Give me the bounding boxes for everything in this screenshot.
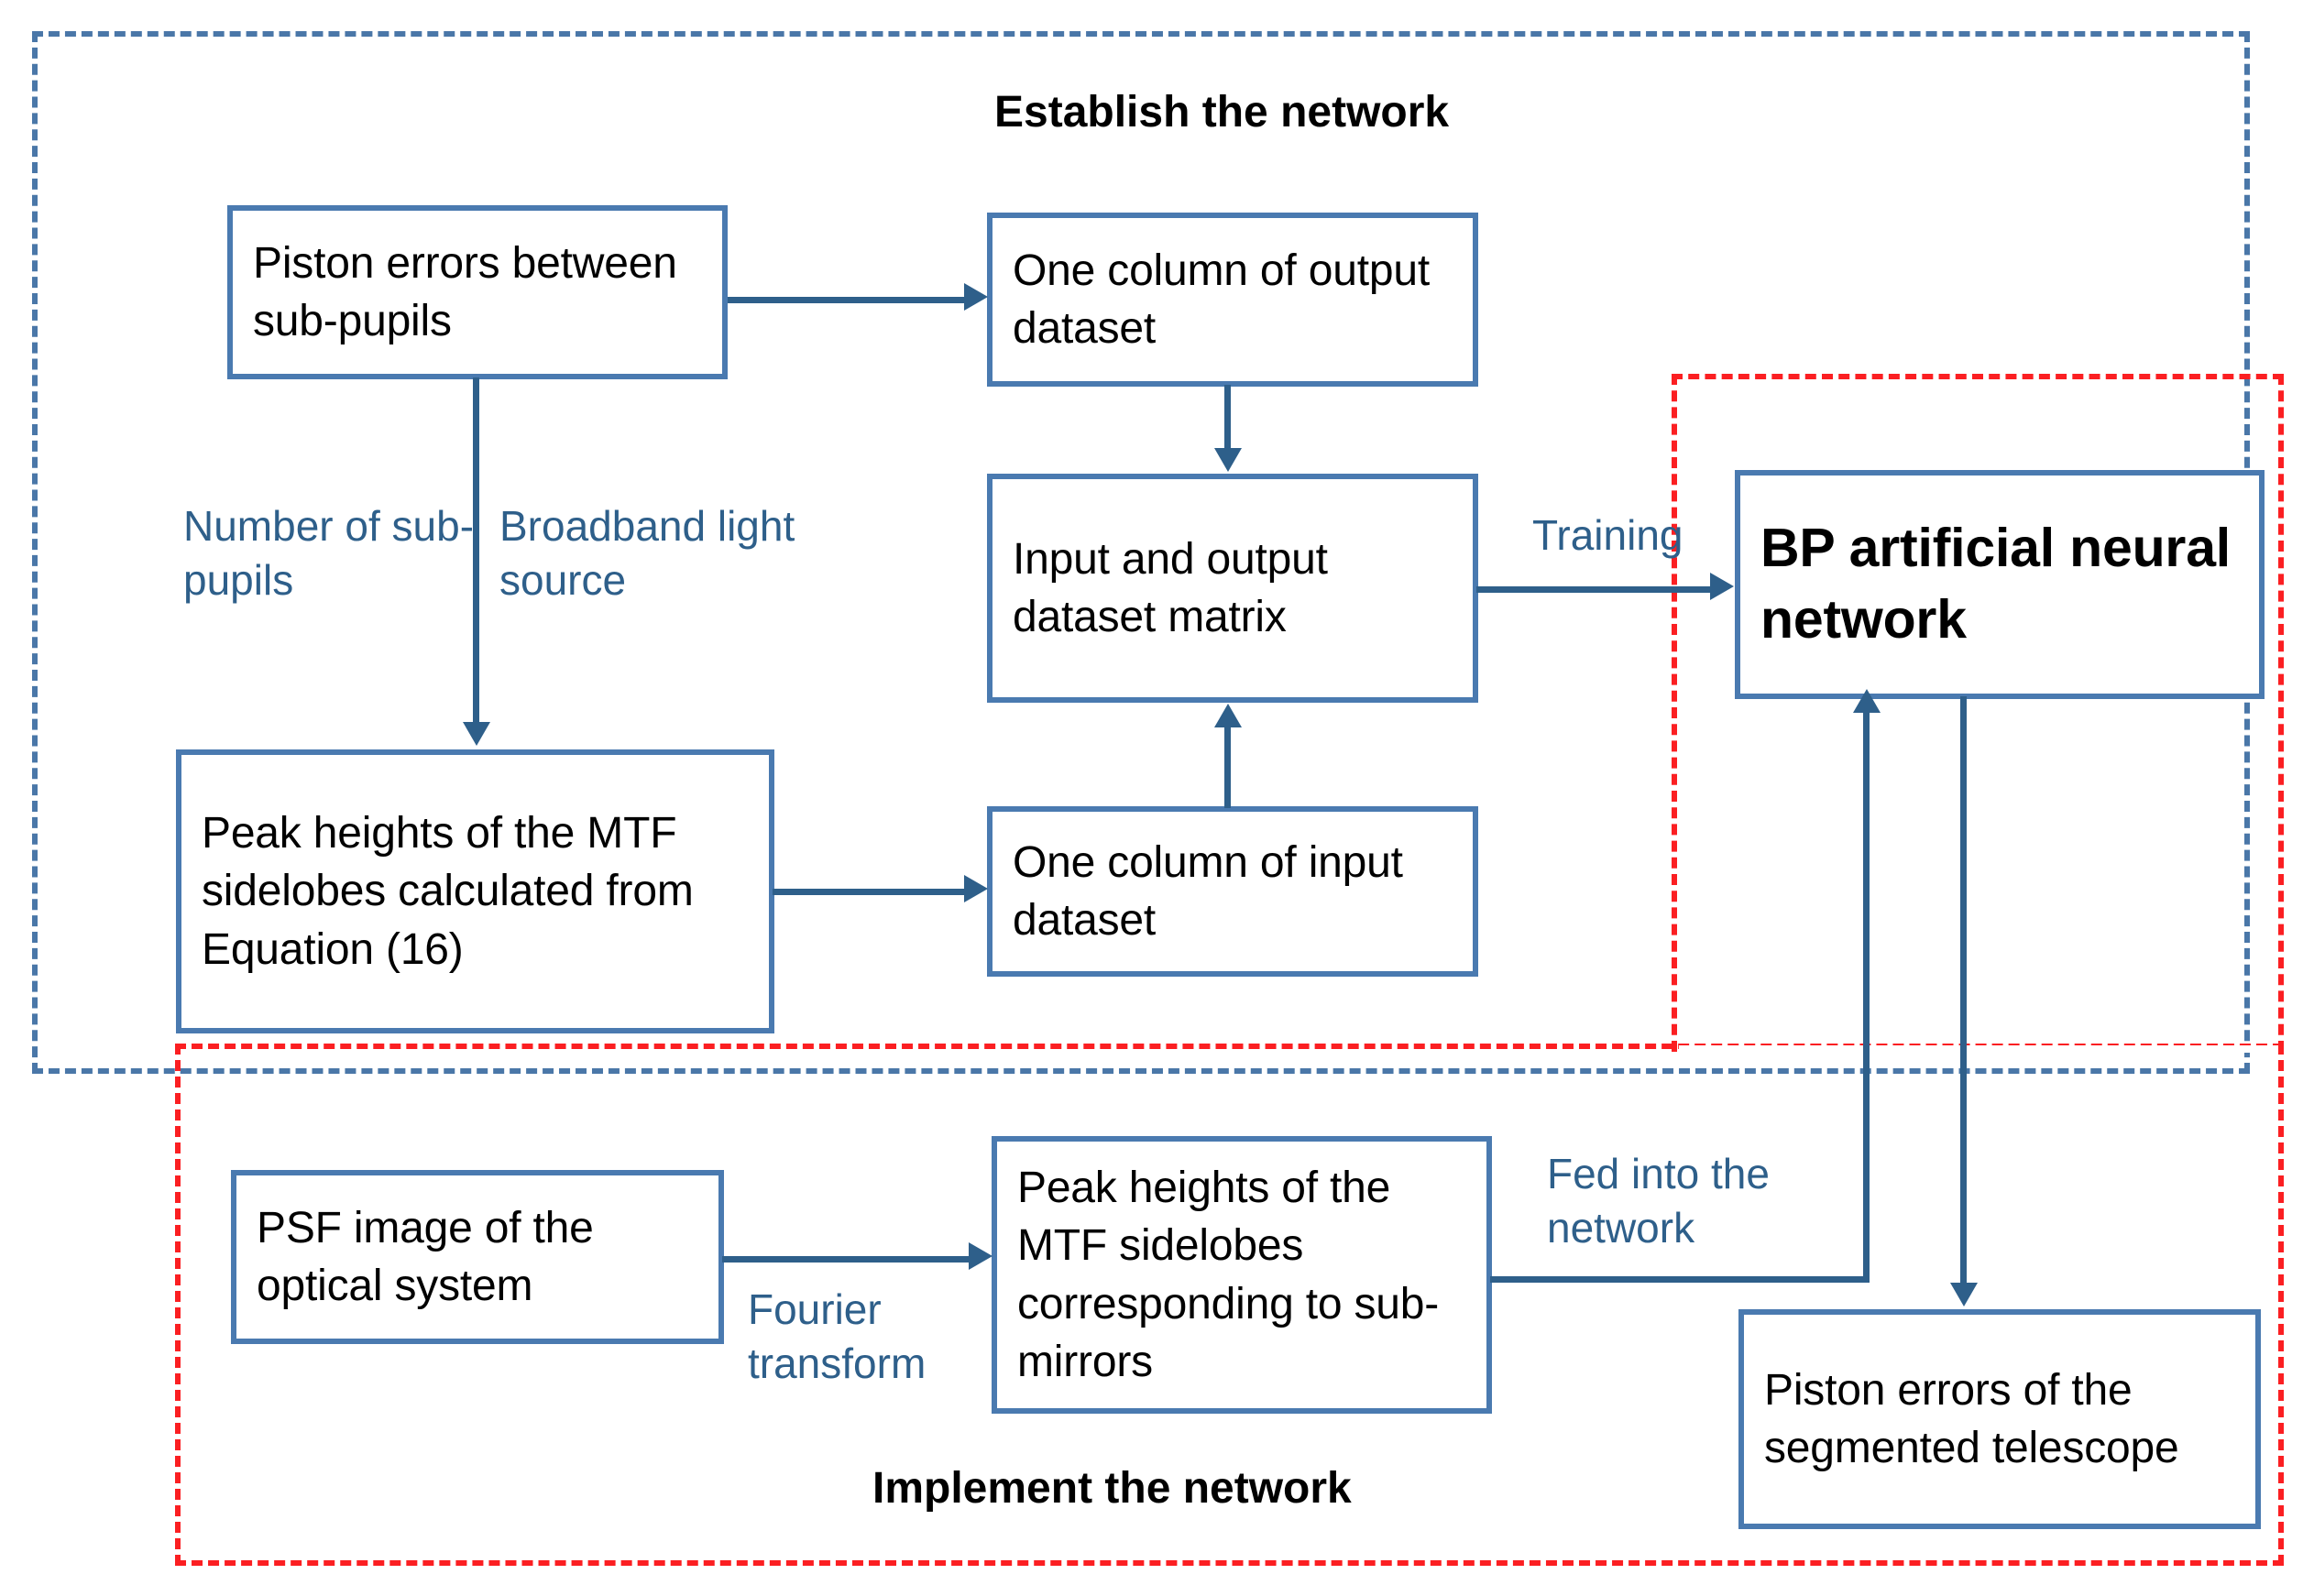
box-peak-heights-mtf-sidelobes-equation-16[interactable]: Peak heights of the MTF sidelobes calcul… — [176, 749, 774, 1033]
connector-fed-into-network-vertical — [1863, 710, 1870, 1280]
edge-label-fourier-transform: Fourier transform — [748, 1285, 927, 1387]
box-piston-errors-of-the-segmented-telescope[interactable]: Piston errors of the segmented telescope — [1738, 1309, 2261, 1529]
box-psf-image-of-the-optical-system[interactable]: PSF image of the optical system — [231, 1170, 724, 1344]
edge-label-fed-into-the-network: Fed into the network — [1547, 1150, 1770, 1252]
connector-fed-into-network-horizontal — [1490, 1276, 1870, 1283]
connector-piston-errors-to-mtf-peaks — [473, 377, 479, 724]
implement-network-region — [175, 1044, 2284, 1566]
box-bp-artificial-neural-network[interactable]: BP artificial neural network — [1735, 470, 2265, 699]
box-one-column-of-input-dataset[interactable]: One column of input dataset — [987, 806, 1478, 977]
box-one-column-of-output-dataset[interactable]: One column of output dataset — [987, 213, 1478, 387]
region-merge-mask — [1679, 1045, 2278, 1053]
connector-mtf-peaks-to-input-column — [773, 889, 970, 895]
edge-label-broadband-light-source: Broadband light source — [499, 502, 795, 604]
arrowhead-to-dataset-matrix-top — [1214, 448, 1242, 472]
connector-bp-network-to-piston-errors-telescope — [1960, 696, 1967, 1287]
heading-implement-network: Implement the network — [872, 1464, 1352, 1513]
arrowhead-to-input-column — [964, 875, 988, 902]
connector-dataset-matrix-to-bp-network — [1476, 586, 1715, 593]
connector-input-column-to-dataset-matrix — [1224, 726, 1231, 808]
edge-label-training: Training — [1532, 511, 1683, 559]
implement-network-region-upper — [1672, 374, 2284, 1052]
arrowhead-to-piston-errors-telescope — [1950, 1283, 1978, 1306]
connector-psf-to-mtf-sidelobes — [722, 1256, 974, 1263]
edge-label-number-of-sub-pupils: Number of sub-pupils — [183, 502, 475, 604]
arrowhead-to-output-column — [964, 283, 988, 311]
connector-output-column-to-dataset-matrix — [1224, 385, 1231, 451]
box-input-and-output-dataset-matrix[interactable]: Input and output dataset matrix — [987, 474, 1478, 703]
connector-piston-errors-to-output-column — [728, 297, 968, 303]
arrowhead-to-mtf-sidelobes — [969, 1242, 992, 1270]
arrowhead-to-dataset-matrix-bottom — [1214, 704, 1242, 727]
box-peak-heights-mtf-sidelobes-sub-mirrors[interactable]: Peak heights of the MTF sidelobes corres… — [992, 1136, 1492, 1414]
arrowhead-to-bp-network-bottom — [1853, 689, 1881, 713]
arrowhead-to-mtf-peaks — [463, 722, 490, 746]
arrowhead-to-bp-network — [1710, 573, 1734, 600]
box-piston-errors-between-sub-pupils[interactable]: Piston errors between sub-pupils — [227, 205, 728, 379]
heading-establish-network: Establish the network — [994, 88, 1450, 137]
